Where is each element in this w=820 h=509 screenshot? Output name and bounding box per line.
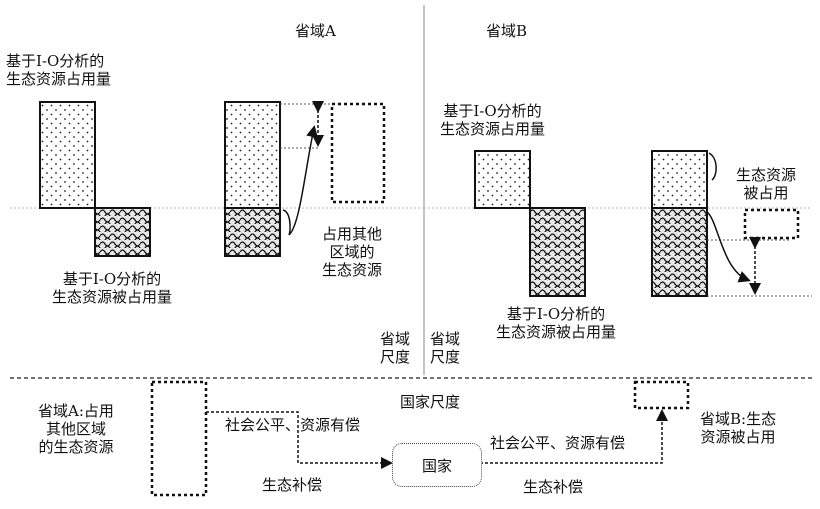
provinceA-bottom-label-line2: 生态资源被占用量 (52, 288, 173, 306)
provinceA-occupied-bar (94, 207, 151, 257)
provinceB-occupied-bar-right (651, 207, 708, 297)
provinceB-occupation-bar-right (651, 150, 708, 209)
flow-right-top-label: 社会公平、资源有偿 (490, 434, 626, 452)
provinceA-occupied-bar-right (224, 207, 281, 257)
provinceB-occupation-bar (474, 150, 531, 209)
national-scale-label: 国家尺度 (400, 393, 461, 411)
provinceB-occupied-bar (529, 207, 586, 297)
provinceB-scale-label: 省域 尺度 (430, 330, 460, 366)
national-left-line3: 的生态资源 (38, 438, 114, 456)
national-left-label: 省域A:占用 其他区域 的生态资源 (38, 402, 114, 456)
provinceA-scale-line1: 省域 (380, 330, 411, 348)
provinceB-occupied-small-box (633, 380, 690, 410)
provinceA-top-label-line1: 基于I-O分析的 (6, 52, 105, 70)
flow-arrow-left (206, 411, 393, 469)
provinceB-bottom-label-line1: 基于I-O分析的 (506, 305, 606, 323)
provinceB-top-label-line1: 基于I-O分析的 (443, 102, 542, 120)
provinceB-title: 省域B (486, 22, 528, 40)
flow-arrow-right (480, 409, 668, 464)
curve-arrow-b (706, 211, 751, 283)
national-right-line1: 省域B:生态 (700, 410, 777, 428)
provinceA-occupy-other-line1: 占用其他 (322, 225, 383, 243)
provinceA-bottom-label-line1: 基于I-O分析的 (62, 270, 162, 288)
provinceB-bottom-label: 基于I-O分析的 生态资源被占用量 (496, 305, 616, 341)
flow-right-bottom-label: 生态补偿 (523, 478, 584, 496)
provinceB-scale-line2: 尺度 (430, 348, 461, 366)
provinceA-occupation-bar (39, 101, 96, 209)
provinceB-occupied-box (743, 208, 800, 240)
national-left-line2: 其他区域 (45, 420, 106, 438)
provinceB-occupied-line1: 生态资源 (736, 166, 797, 184)
provinceB-top-label: 基于I-O分析的 生态资源占用量 (440, 102, 545, 138)
provinceA-top-label: 基于I-O分析的 生态资源占用量 (6, 52, 111, 88)
national-node: 国家 (392, 443, 482, 487)
provinceA-occupy-other-line3: 生态资源 (322, 261, 383, 279)
flow-left-top-label: 社会公平、资源有偿 (225, 416, 361, 434)
provinceA-title: 省域A (295, 22, 336, 40)
provinceB-occupied-line2: 被占用 (743, 184, 789, 202)
flow-left-bottom-label: 生态补偿 (262, 476, 323, 494)
national-right-line2: 资源被占用 (700, 428, 776, 446)
provinceA-occupy-other-label: 占用其他 区域的 生态资源 (322, 225, 382, 279)
provinceA-scale-label: 省域 尺度 (380, 330, 410, 366)
curve-arrow-a (288, 125, 318, 236)
provinceB-occupied-label: 生态资源 被占用 (736, 166, 796, 202)
national-left-line1: 省域A:占用 (38, 402, 114, 420)
provinceA-other-region-box (330, 102, 386, 204)
provinceB-scale-line1: 省域 (430, 330, 461, 348)
provinceA-occupation-bar-right (224, 101, 281, 209)
provinceB-top-label-line2: 生态资源占用量 (440, 120, 546, 138)
brace-b (708, 152, 717, 181)
provinceA-bottom-label: 基于I-O分析的 生态资源被占用量 (52, 270, 172, 306)
brace-a (282, 209, 291, 236)
provinceA-top-label-line2: 生态资源占用量 (6, 70, 112, 88)
national-right-label: 省域B:生态 资源被占用 (700, 410, 776, 446)
provinceA-occupy-box (150, 380, 208, 497)
provinceB-bottom-label-line2: 生态资源被占用量 (496, 323, 617, 341)
provinceA-scale-line2: 尺度 (380, 348, 411, 366)
provinceA-occupy-other-line2: 区域的 (329, 243, 375, 261)
